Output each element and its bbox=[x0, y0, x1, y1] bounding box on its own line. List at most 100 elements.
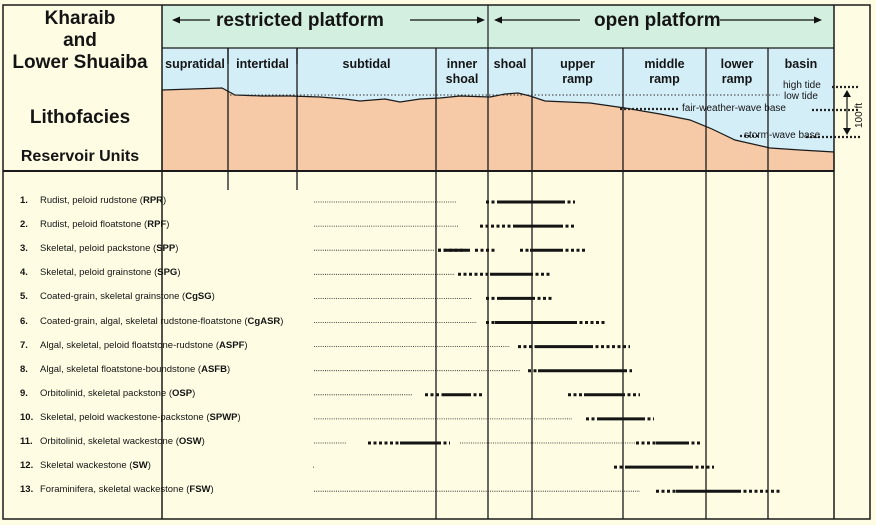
lithofacies-name: Coated-grain, skeletal grainstone ( bbox=[40, 291, 186, 303]
zone-label-line: ramp bbox=[649, 72, 680, 86]
lithofacies-number: 6. bbox=[20, 315, 28, 327]
title-line-1: Kharaib bbox=[44, 8, 116, 29]
lithofacies-code: FSW bbox=[189, 484, 211, 496]
lithofacies-paren: ) bbox=[163, 195, 167, 206]
lithofacies-code: CgASR bbox=[247, 315, 281, 327]
lithofacies-row: 10. Skeletal, peloid wackestone-packstone… bbox=[20, 412, 241, 423]
reservoir-units-title: Reservoir Units bbox=[20, 148, 140, 165]
lithofacies-code: RPR bbox=[142, 195, 164, 206]
zone-label-line: lower bbox=[720, 57, 754, 71]
lithofacies-code: RPF bbox=[147, 219, 167, 231]
lithofacies-code: SPWP bbox=[209, 411, 238, 423]
lithofacies-paren: ) bbox=[237, 411, 241, 423]
lithofacies-code: ASPF bbox=[219, 339, 245, 351]
zone-label-intertidal: intertidal bbox=[228, 57, 297, 72]
zone-label-subtidal: subtidal bbox=[297, 57, 436, 72]
scale-arrow-head-down bbox=[843, 128, 851, 135]
lithofacies-paren: ) bbox=[201, 436, 205, 447]
lithofacies-row: 8.Algal, skeletal floatstone-boundstone … bbox=[20, 364, 230, 375]
lithofacies-row: 13. Foraminifera, skeletal wackestone (FS… bbox=[20, 484, 214, 495]
lithofacies-code: ASFB bbox=[201, 363, 227, 375]
lithofacies-row: 3.Skeletal, peloid packstone (SPP) bbox=[20, 243, 178, 254]
lithofacies-row: 2. Rudist, peloid floatstone (RPF) bbox=[20, 219, 169, 230]
lithofacies-number: 9. bbox=[20, 387, 28, 399]
zone-label-line: shoal bbox=[493, 57, 527, 71]
zone-label-line: middle bbox=[644, 57, 685, 71]
header-band bbox=[162, 5, 834, 48]
lithofacies-number: 1. bbox=[20, 195, 28, 206]
lithofacies-name: Orbitolinid, skeletal packstone ( bbox=[40, 387, 173, 399]
zone-label-shoal: shoal bbox=[488, 57, 532, 72]
lithofacies-number: 5. bbox=[20, 291, 28, 303]
lithofacies-paren: ) bbox=[147, 460, 151, 472]
lithofacies-code: OSP bbox=[172, 387, 193, 399]
lithofacies-number: 13. bbox=[20, 484, 34, 496]
lithofacies-name: Rudist, peloid floatstone ( bbox=[40, 219, 148, 231]
zone-label-supratidal: supratidal bbox=[162, 57, 228, 72]
lithofacies-name: Skeletal, peloid grainstone ( bbox=[40, 267, 158, 279]
scale-arrow-head-up bbox=[843, 90, 851, 97]
zone-label-line: inner bbox=[446, 57, 478, 71]
lithofacies-name: Orbitolinid, skeletal wackestone ( bbox=[40, 436, 179, 447]
zone-dividers bbox=[227, 48, 769, 519]
zone-label-line: ramp bbox=[721, 72, 753, 86]
title-line-2: and bbox=[63, 30, 97, 51]
zone-label-line: intertidal bbox=[236, 57, 289, 71]
lithofacies-number: 11. bbox=[20, 436, 33, 447]
fair-weather-wave-base-label: fair-weather-wave base bbox=[682, 103, 786, 114]
lithofacies-paren: ) bbox=[166, 219, 170, 231]
lithofacies-name: Algal, skeletal, peloid floatstone-rudst… bbox=[40, 339, 220, 351]
lithofacies-paren: ) bbox=[192, 387, 196, 399]
lithofacies-paren: ) bbox=[280, 315, 284, 327]
zone-label-line: ramp bbox=[562, 72, 593, 86]
lithofacies-number: 4. bbox=[20, 267, 28, 279]
zone-label-basin: basin bbox=[768, 57, 834, 72]
lithofacies-row: 6. Coated-grain, algal, skeletal rudstone… bbox=[20, 316, 283, 327]
zone-label-line: upper bbox=[560, 57, 595, 71]
title-block: Kharaib and Lower Shuaiba bbox=[0, 8, 160, 74]
scale-100ft-label: 100 ft bbox=[854, 102, 865, 128]
lithofacies-code: SPP bbox=[156, 243, 176, 255]
lithofacies-code: SPG bbox=[157, 267, 178, 279]
lithofacies-code: OSW bbox=[178, 436, 202, 447]
zone-label-line: shoal bbox=[445, 72, 479, 86]
lithofacies-name: Coated-grain, algal, skeletal rudstone-f… bbox=[40, 315, 248, 327]
open-platform-header: open platform bbox=[594, 10, 721, 31]
lithofacies-name: Skeletal wackestone ( bbox=[40, 460, 133, 472]
storm-wave-base-label: storm-wave base bbox=[744, 130, 821, 141]
lithofacies-number: 10. bbox=[20, 411, 34, 423]
low-tide-label: low tide bbox=[784, 91, 818, 102]
restricted-platform-header: restricted platform bbox=[216, 10, 384, 31]
lithofacies-code: SW bbox=[132, 460, 148, 472]
lithofacies-row: 7.Algal, skeletal, peloid floatstone-rud… bbox=[20, 340, 248, 351]
lithofacies-paren: ) bbox=[211, 291, 215, 303]
range-bars bbox=[312, 200, 780, 493]
lithofacies-row: 12.Skeletal wackestone (SW) bbox=[20, 460, 151, 471]
sediment-profile bbox=[161, 87, 835, 172]
zone-label-line: subtidal bbox=[342, 57, 391, 71]
lithofacies-name: Algal, skeletal floatstone-boundstone ( bbox=[40, 363, 202, 375]
lithofacies-paren: ) bbox=[244, 339, 248, 351]
lithofacies-number: 3. bbox=[20, 243, 28, 255]
lithofacies-code: CgSG bbox=[185, 291, 212, 303]
restricted-arrow-left-head bbox=[172, 16, 180, 24]
lithofacies-row: 5. Coated-grain, skeletal grainstone (CgS… bbox=[20, 291, 215, 302]
lithofacies-name: Skeletal, peloid packstone ( bbox=[40, 243, 157, 255]
lithofacies-row: 11. Orbitolinid, skeletal wackestone (OSW… bbox=[20, 436, 205, 447]
lithofacies-row: 9. Orbitolinid, skeletal packstone (OSP) bbox=[20, 388, 195, 399]
lithofacies-number: 2. bbox=[20, 219, 28, 231]
lithofacies-name: Skeletal, peloid wackestone-packstone ( bbox=[40, 411, 210, 423]
lithofacies-paren: ) bbox=[210, 484, 214, 496]
lithofacies-row: 4.Skeletal, peloid grainstone (SPG) bbox=[20, 267, 180, 278]
lithofacies-name: Foraminifera, skeletal wackestone ( bbox=[40, 484, 190, 496]
open-arrow-right-head bbox=[814, 16, 822, 24]
lithofacies-paren: ) bbox=[226, 363, 231, 375]
zone-label-line: supratidal bbox=[165, 57, 225, 71]
title-line-3: Lower Shuaiba bbox=[12, 52, 148, 73]
high-tide-label: high tide bbox=[783, 80, 821, 91]
